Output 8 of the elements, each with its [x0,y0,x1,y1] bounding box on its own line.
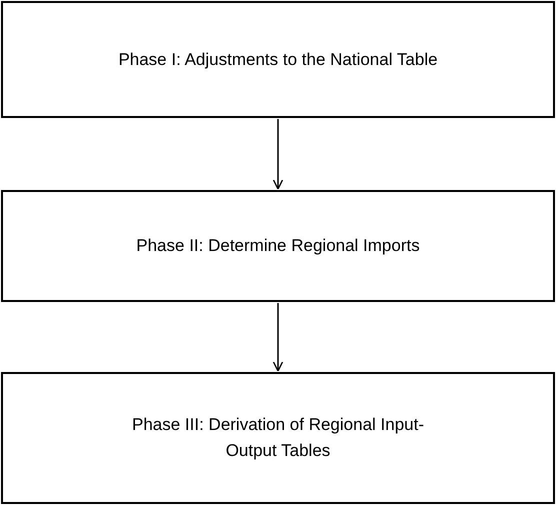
process-box [1,372,555,504]
arrow [272,119,284,190]
process-box [1,1,555,118]
process-box [1,190,555,302]
box-text: Phase I: Adjustments to the National Table [118,48,438,70]
box-text: Phase III: Derivation of Regional Input-Output Tables [131,414,425,462]
arrow [272,303,284,372]
box-text: Phase II: Determine Regional Imports [136,235,420,257]
